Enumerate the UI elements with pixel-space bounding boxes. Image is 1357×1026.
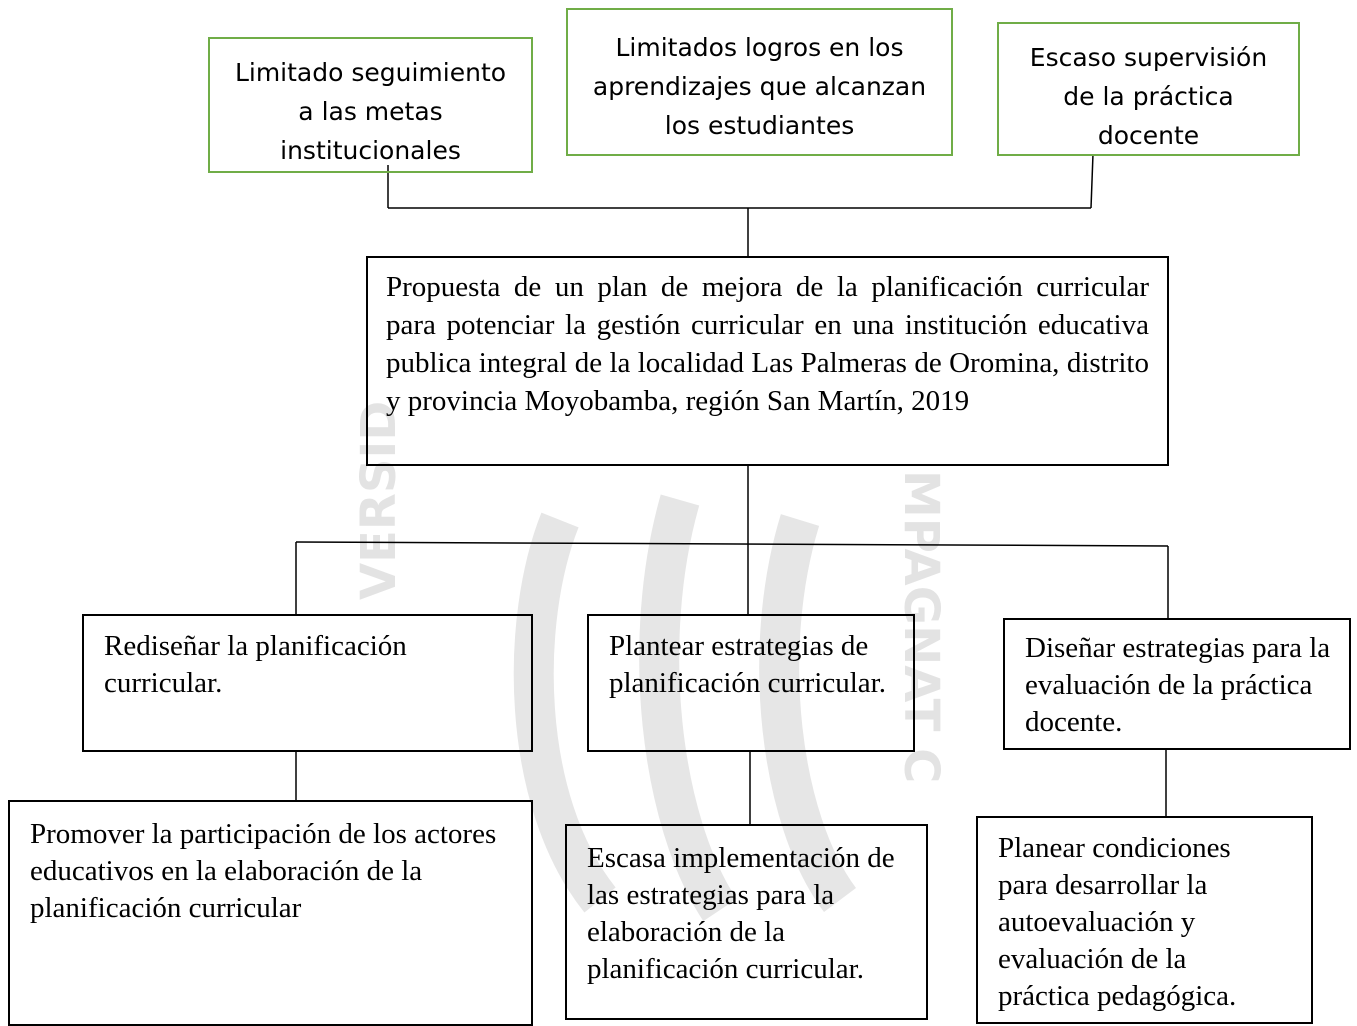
objective-box-3: Diseñar estrategias para la evaluación d… <box>1003 618 1351 750</box>
objective-box-2: Plantear estrategias de planificación cu… <box>587 614 915 752</box>
cause-box-3: Escaso supervisión de la práctica docent… <box>997 22 1300 156</box>
connector-mid-bar <box>295 541 1169 547</box>
cause-box-1: Limitado seguimiento a las metas institu… <box>208 37 533 173</box>
cause-box-2: Limitados logros en los aprendizajes que… <box>566 8 953 156</box>
action-text-2: Escasa implementación de las estrategias… <box>587 842 895 985</box>
action-text-3: Planear condiciones para desarrollar la … <box>998 832 1237 1012</box>
objective-text-3: Diseñar estrategias para la evaluación d… <box>1025 632 1331 738</box>
cause-text-3: Escaso supervisión de la práctica docent… <box>1029 43 1268 150</box>
objective-text-1: Rediseñar la planificación curricular. <box>104 630 407 699</box>
central-proposal-text: Propuesta de un plan de mejora de la pla… <box>386 271 1149 417</box>
action-box-1: Promover la participación de los actores… <box>8 800 533 1026</box>
objective-text-2: Plantear estrategias de planificación cu… <box>609 630 886 699</box>
action-box-3: Planear condiciones para desarrollar la … <box>976 816 1313 1024</box>
cause-text-1: Limitado seguimiento a las metas institu… <box>234 58 507 165</box>
cause-text-2: Limitados logros en los aprendizajes que… <box>592 33 927 140</box>
objective-box-1: Rediseñar la planificación curricular. <box>82 614 533 752</box>
action-box-2: Escasa implementación de las estrategias… <box>565 824 928 1020</box>
central-proposal-box: Propuesta de un plan de mejora de la pla… <box>366 256 1169 466</box>
action-text-1: Promover la participación de los actores… <box>30 818 497 924</box>
connector-cause-3 <box>1090 153 1094 209</box>
